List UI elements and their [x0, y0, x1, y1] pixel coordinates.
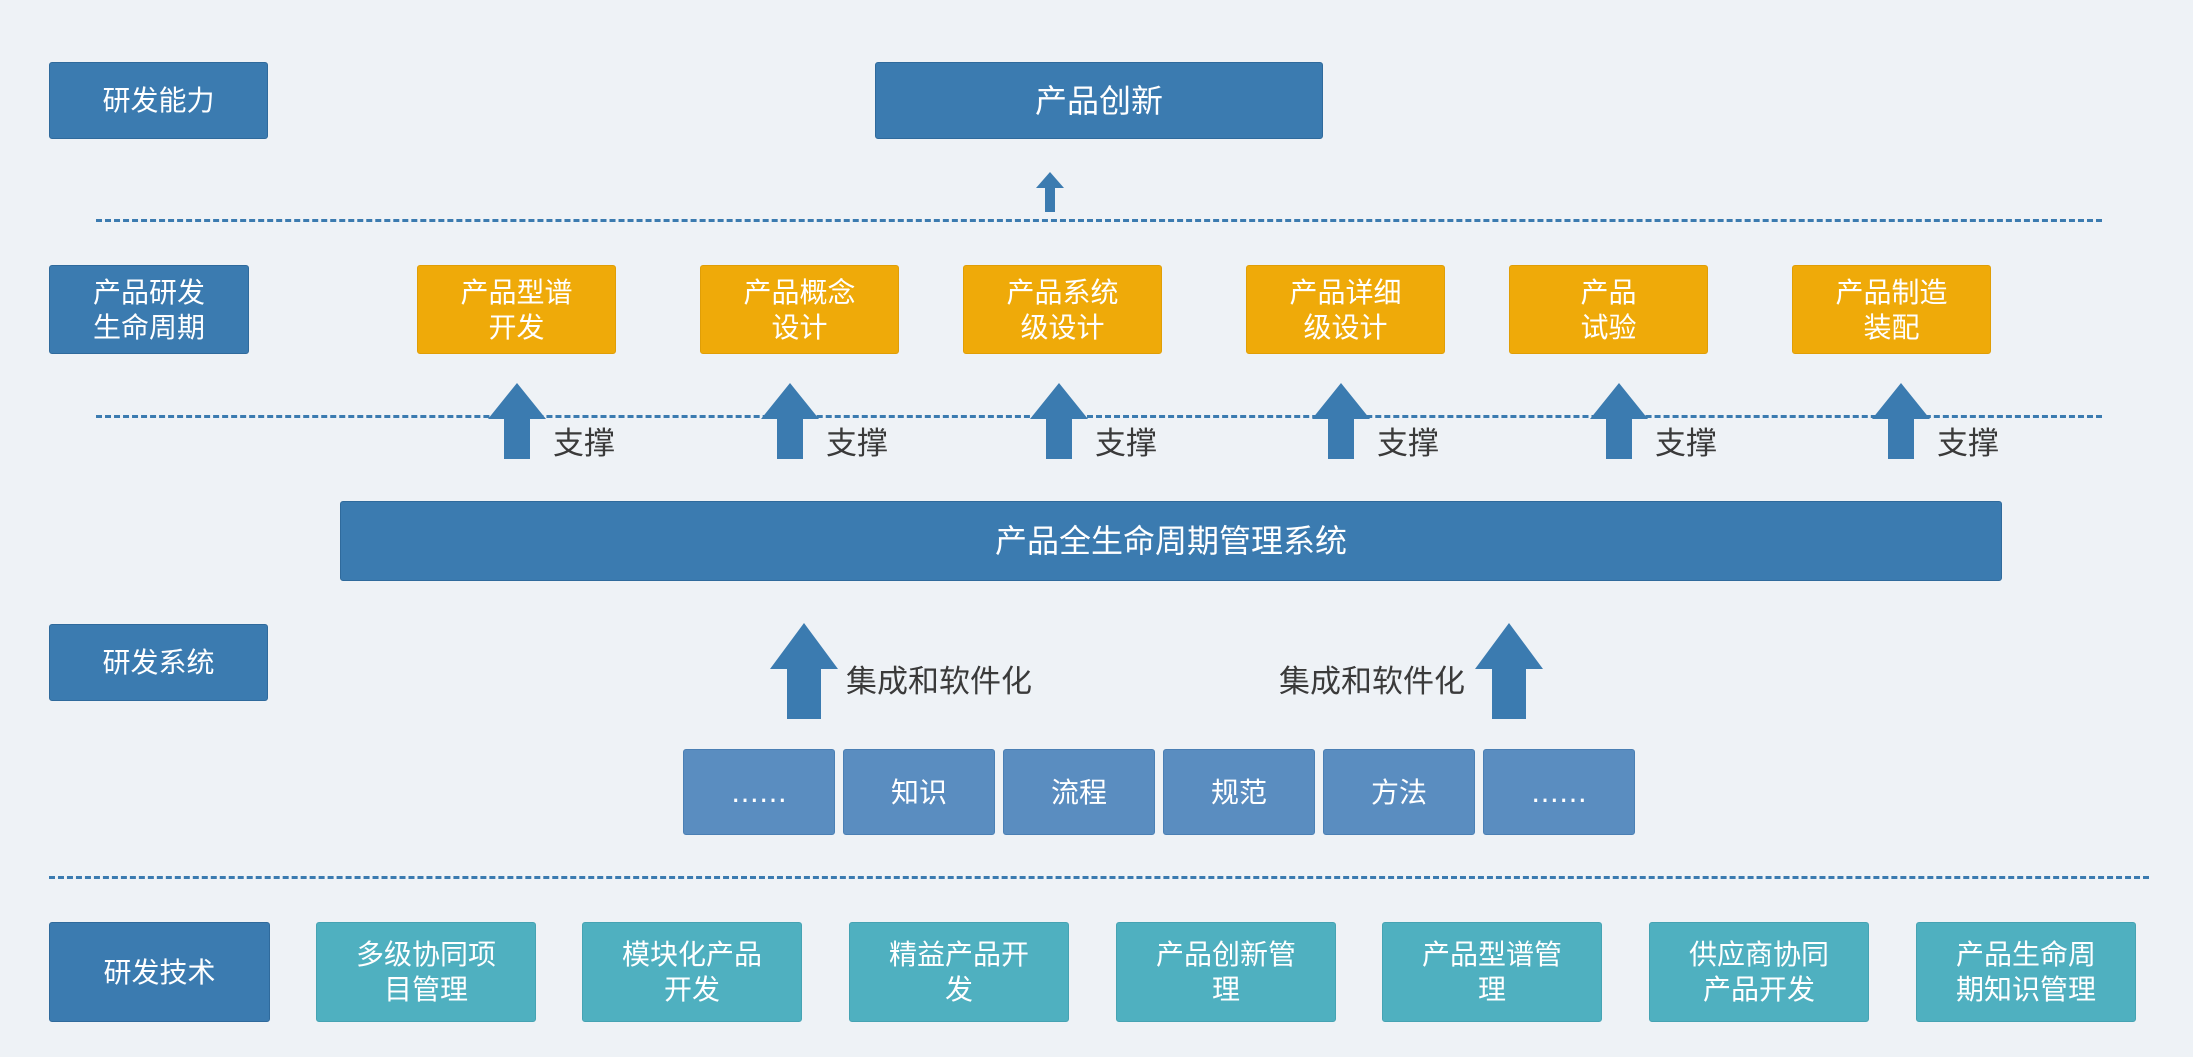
technology-box: 多级协同项 目管理 — [316, 922, 536, 1022]
system-element-box: 规范 — [1163, 749, 1315, 835]
up-arrow-icon — [1030, 383, 1088, 459]
system-element-box: …… — [683, 749, 835, 835]
system-element-box: …… — [1483, 749, 1635, 835]
divider-line — [49, 876, 2149, 879]
stage-box: 产品概念 设计 — [700, 265, 899, 354]
row-label-lifecycle: 产品研发 生命周期 — [49, 265, 249, 354]
system-element-box: 方法 — [1323, 749, 1475, 835]
system-element-box: 知识 — [843, 749, 995, 835]
up-arrow-icon — [761, 383, 819, 459]
up-arrow-icon — [1872, 383, 1930, 459]
plm-system-bar: 产品全生命周期管理系统 — [340, 501, 2002, 581]
support-label: 支撑 — [1095, 426, 1157, 462]
technology-box: 产品生命周 期知识管理 — [1916, 922, 2136, 1022]
up-arrow-icon — [488, 383, 546, 459]
up-arrow-icon — [1312, 383, 1370, 459]
technology-box: 精益产品开 发 — [849, 922, 1069, 1022]
stage-box: 产品 试验 — [1509, 265, 1708, 354]
stage-box: 产品详细 级设计 — [1246, 265, 1445, 354]
support-label: 支撑 — [1655, 426, 1717, 462]
integration-label: 集成和软件化 — [1279, 664, 1465, 700]
integration-label: 集成和软件化 — [846, 664, 1032, 700]
support-label: 支撑 — [826, 426, 888, 462]
stage-box: 产品制造 装配 — [1792, 265, 1991, 354]
technology-box: 模块化产品 开发 — [582, 922, 802, 1022]
system-element-box: 流程 — [1003, 749, 1155, 835]
row-label-system: 研发系统 — [49, 624, 268, 701]
support-label: 支撑 — [1377, 426, 1439, 462]
up-arrow-icon — [1590, 383, 1648, 459]
up-arrow-icon — [1036, 172, 1064, 212]
divider-line — [96, 415, 2102, 418]
stage-box: 产品型谱 开发 — [417, 265, 616, 354]
product-innovation-box: 产品创新 — [875, 62, 1323, 139]
up-arrow-icon — [1475, 623, 1543, 719]
up-arrow-icon — [770, 623, 838, 719]
technology-box: 产品创新管 理 — [1116, 922, 1336, 1022]
support-label: 支撑 — [553, 426, 615, 462]
row-label-capability: 研发能力 — [49, 62, 268, 139]
divider-line — [96, 219, 2102, 222]
stage-box: 产品系统 级设计 — [963, 265, 1162, 354]
row-label-technology: 研发技术 — [49, 922, 270, 1022]
support-label: 支撑 — [1937, 426, 1999, 462]
technology-box: 产品型谱管 理 — [1382, 922, 1602, 1022]
technology-box: 供应商协同 产品开发 — [1649, 922, 1869, 1022]
